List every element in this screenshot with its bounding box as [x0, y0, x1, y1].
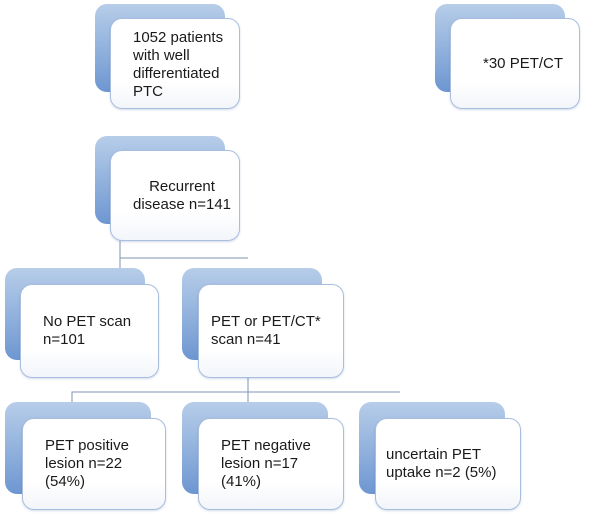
- node-pet-scan-text: PET or PET/CT* scan n=41: [211, 313, 321, 348]
- node-pet-positive: PET positive lesion n=22 (54%): [22, 418, 166, 510]
- node-uncertain: uncertain PET uptake n=2 (5%): [375, 418, 521, 510]
- footnote-box: *30 PET/CT: [450, 18, 580, 109]
- node-pet-negative: PET negative lesion n=17 (41%): [198, 418, 344, 510]
- node-no-pet: No PET scan n=101: [20, 284, 159, 378]
- footnote-text: *30 PET/CT: [483, 54, 564, 72]
- node-pet-scan: PET or PET/CT* scan n=41: [198, 284, 344, 378]
- node-pet-positive-text: PET positive lesion n=22 (54%): [45, 437, 129, 490]
- node-uncertain-text: uncertain PET uptake n=2 (5%): [386, 446, 497, 481]
- node-patients: 1052 patients with well differentiated P…: [110, 18, 240, 109]
- node-recurrent: Recurrent disease n=141: [110, 150, 240, 241]
- node-patients-text: 1052 patients with well differentiated P…: [133, 29, 224, 100]
- node-pet-negative-text: PET negative lesion n=17 (41%): [221, 437, 311, 490]
- node-recurrent-text: Recurrent disease n=141: [133, 177, 231, 213]
- node-no-pet-text: No PET scan n=101: [43, 313, 132, 348]
